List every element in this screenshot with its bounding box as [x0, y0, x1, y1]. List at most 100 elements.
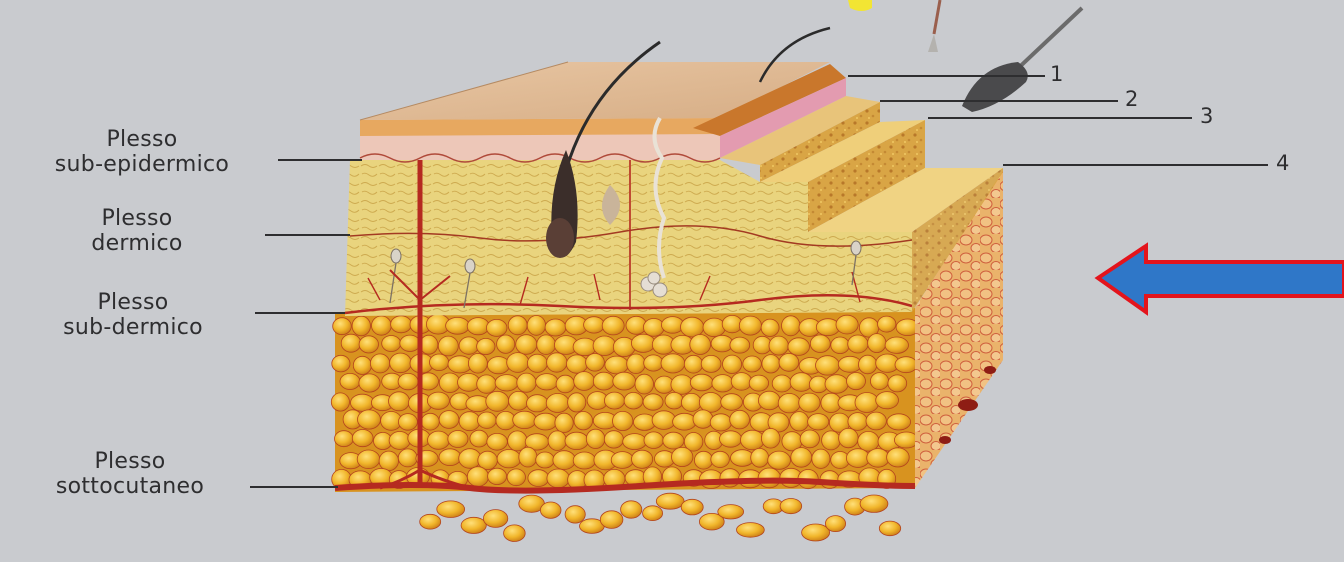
fat-lobule: [513, 411, 537, 428]
fat-lobule: [565, 506, 585, 523]
fat-lobule: [859, 355, 877, 374]
fat-lobule: [720, 431, 742, 447]
fat-lobule: [802, 524, 830, 541]
fat-lobule: [652, 411, 676, 430]
fat-lobule: [816, 356, 840, 375]
fat-lobule: [663, 432, 684, 449]
fat-lobule: [439, 411, 459, 429]
layer-number-4: 4: [1276, 152, 1289, 174]
fat-lobule: [808, 414, 829, 430]
fat-lobule: [710, 414, 731, 431]
fat-lobule: [584, 317, 605, 333]
fat-lobule: [644, 432, 663, 449]
fat-lobule: [527, 316, 545, 336]
fat-lobule: [519, 447, 537, 467]
fat-lobule: [758, 391, 780, 410]
fat-lobule: [568, 393, 586, 412]
fat-lobule: [699, 393, 722, 413]
fat-lobule: [780, 499, 802, 514]
fat-lobule: [357, 450, 380, 469]
fat-lobule: [382, 336, 401, 352]
fat-lobule: [762, 355, 780, 373]
fat-lobule: [868, 334, 886, 353]
fat-lobule: [593, 372, 614, 390]
fat-lobule: [825, 516, 845, 532]
fat-lobule: [643, 506, 663, 521]
fat-lobule: [894, 432, 918, 448]
fat-lobule: [537, 335, 556, 355]
fat-lobule: [624, 392, 643, 409]
fat-lobule: [613, 411, 633, 430]
fat-lobule: [477, 338, 495, 354]
fat-lobule: [876, 392, 899, 409]
fat-lobule: [536, 452, 555, 468]
fat-lobule: [768, 451, 791, 469]
fat-lobule: [895, 357, 917, 373]
fat-lobule: [352, 430, 373, 447]
fat-lobule: [341, 334, 361, 352]
fat-lobule: [790, 373, 812, 392]
fat-lobule: [690, 374, 713, 391]
fat-lobule: [400, 335, 420, 351]
fat-lobule: [887, 414, 911, 430]
fat-lobule: [846, 449, 869, 468]
fat-lobule: [427, 392, 449, 409]
fat-lobule: [681, 317, 704, 337]
fat-lobule: [478, 412, 497, 428]
fat-lobule: [661, 354, 685, 373]
fat-lobule: [370, 354, 389, 373]
fat-lobule: [772, 375, 791, 392]
fat-lobule: [428, 431, 450, 449]
fat-lobule: [656, 493, 684, 509]
fat-lobule: [586, 429, 605, 448]
fat-lobule: [665, 392, 683, 409]
fat-lobule: [352, 316, 370, 336]
fat-lobule: [671, 375, 693, 394]
fat-lobule: [632, 450, 653, 468]
fat-lobule: [495, 375, 518, 391]
fat-lobule: [389, 392, 410, 411]
label-plesso-sub-epidermico: Plesso sub-epidermico: [22, 127, 262, 177]
fat-lobule: [684, 355, 702, 373]
fat-lobule: [527, 395, 548, 412]
fat-lobule: [790, 412, 809, 431]
fat-lobule: [800, 430, 819, 448]
fat-lobule: [730, 410, 750, 429]
fat-lobule: [788, 338, 810, 356]
fat-lobule: [470, 430, 488, 447]
fat-lobule: [573, 452, 595, 469]
fat-lobule: [621, 501, 642, 518]
fat-lobule: [351, 394, 375, 411]
fat-lobule: [635, 374, 654, 394]
fat-lobule: [673, 413, 697, 430]
fat-lobule: [398, 414, 417, 431]
fat-lobule: [761, 429, 780, 449]
fat-lobule: [389, 432, 410, 450]
fat-lobule: [420, 335, 438, 354]
fat-lobule: [703, 318, 725, 337]
fat-lobule: [681, 393, 701, 411]
fat-lobule: [516, 335, 537, 355]
fat-lobule: [391, 316, 412, 333]
epidermis-layer: [360, 118, 720, 162]
fat-lobule: [743, 356, 762, 372]
fat-lobule: [555, 413, 573, 432]
fat-lobule: [885, 337, 908, 353]
fat-lobule: [398, 373, 418, 389]
fat-lobule: [546, 394, 569, 413]
fat-lobule: [848, 413, 868, 431]
fat-lobule: [737, 523, 765, 538]
fat-lobule: [779, 354, 799, 372]
fat-lobule: [600, 511, 623, 529]
fat-lobule: [860, 495, 888, 512]
fat-lobule: [545, 319, 566, 336]
fat-lobule: [517, 373, 536, 392]
fat-lobule: [487, 357, 509, 374]
layer-number-2: 2: [1125, 88, 1138, 110]
fat-lobule: [858, 431, 879, 451]
label-plesso-sub-dermico: Plesso sub-dermico: [22, 290, 244, 340]
fat-lobule: [398, 449, 417, 467]
fat-lobule: [778, 394, 800, 413]
fat-lobule: [701, 355, 721, 372]
fat-lobule: [448, 431, 468, 448]
